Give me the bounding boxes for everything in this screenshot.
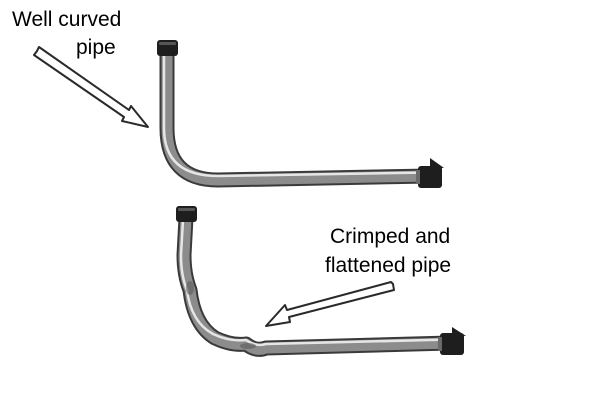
arrow-shape	[33, 46, 149, 128]
pipe-end-fitting	[438, 327, 466, 355]
arrow-to-curved-pipe	[33, 46, 149, 128]
curved-pipe-label-line2: pipe	[76, 36, 116, 59]
pipe-highlight	[162, 54, 431, 178]
pipe-body	[161, 52, 431, 186]
crimp-dents	[186, 281, 256, 349]
pipe-end-fitting	[416, 158, 444, 188]
crimped-pipe-label-line1: Crimped and	[330, 225, 450, 248]
pipe-end-cap	[176, 206, 197, 222]
pipe-body	[178, 217, 451, 355]
arrow-shape	[265, 281, 395, 327]
crimped-pipe	[176, 206, 466, 357]
well-curved-pipe	[157, 40, 444, 188]
pipe-outline	[159, 52, 431, 188]
crimped-pipe-label-line2: flattened pipe	[325, 254, 451, 277]
curved-pipe-label-line1: Well curved	[12, 8, 121, 31]
arrow-to-crimped-pipe	[265, 281, 395, 327]
pipe-end-cap	[157, 40, 178, 56]
